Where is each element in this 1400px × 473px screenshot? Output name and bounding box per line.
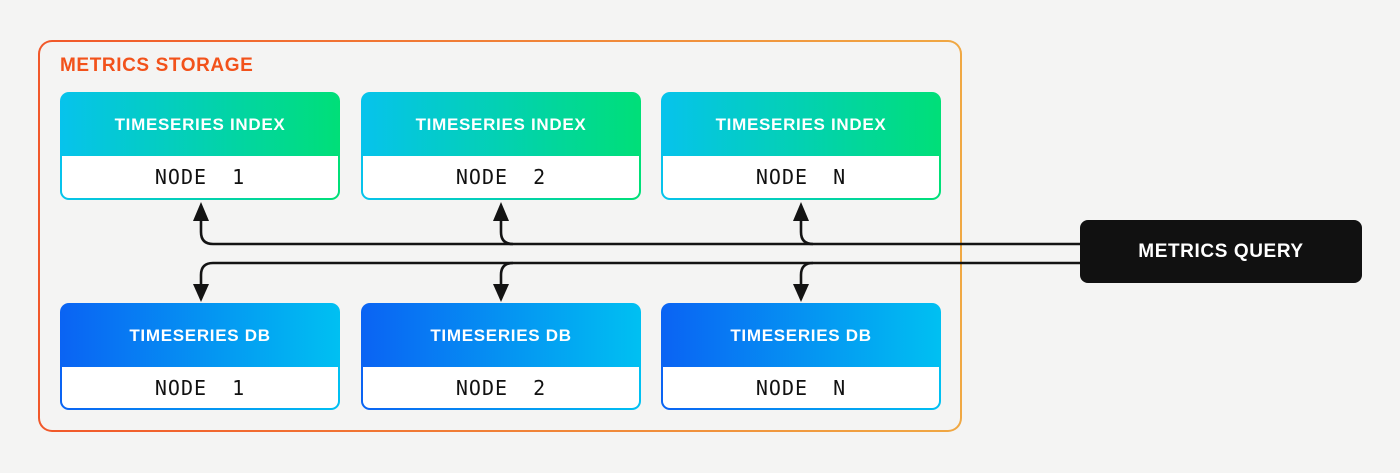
timeseries-db-node-n: TIMESERIES DB NODE N <box>661 303 941 410</box>
node-label: NODE 1 <box>62 367 338 408</box>
node-label: NODE 2 <box>363 156 639 198</box>
timeseries-db-header: TIMESERIES DB <box>430 326 572 345</box>
timeseries-index-node-2: TIMESERIES INDEX NODE 2 <box>361 92 641 200</box>
node-label: NODE N <box>663 367 939 408</box>
timeseries-index-header: TIMESERIES INDEX <box>114 115 286 134</box>
timeseries-db-header: TIMESERIES DB <box>129 326 271 345</box>
timeseries-db-node-1: TIMESERIES DB NODE 1 <box>60 303 340 410</box>
metrics-query-box: METRICS QUERY <box>1080 220 1362 283</box>
metrics-storage-label: METRICS STORAGE <box>60 55 254 76</box>
timeseries-index-node-n: TIMESERIES INDEX NODE N <box>661 92 941 200</box>
timeseries-db-header: TIMESERIES DB <box>730 326 872 345</box>
node-label: NODE N <box>663 156 939 198</box>
timeseries-index-node-1: TIMESERIES INDEX NODE 1 <box>60 92 340 200</box>
node-label: NODE 2 <box>363 367 639 408</box>
timeseries-db-node-2: TIMESERIES DB NODE 2 <box>361 303 641 410</box>
timeseries-index-header: TIMESERIES INDEX <box>415 115 587 134</box>
timeseries-index-header: TIMESERIES INDEX <box>715 115 887 134</box>
node-label: NODE 1 <box>62 156 338 198</box>
